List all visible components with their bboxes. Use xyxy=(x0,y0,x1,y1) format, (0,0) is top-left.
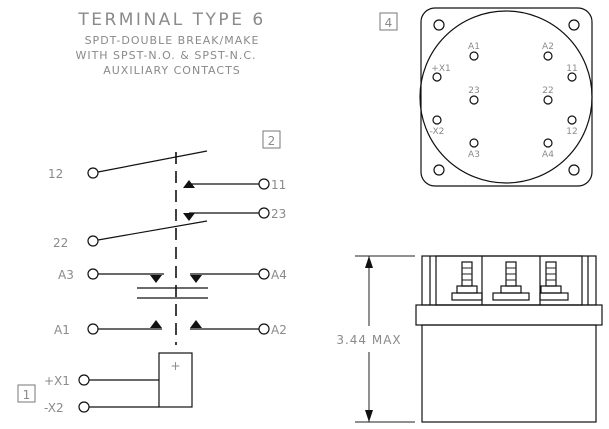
top-label-23: 23 xyxy=(468,86,479,96)
top-label-22: 22 xyxy=(542,86,553,96)
terminal-x1 xyxy=(78,374,90,386)
mounting-plate xyxy=(415,304,603,326)
top-view: 4 A1 A2 +X1 11 23 22 -X2 12 A3 A4 xyxy=(379,7,593,187)
relay-housing xyxy=(421,324,597,423)
top-label-12: 12 xyxy=(566,127,577,137)
title-block: TERMINAL TYPE 6 SPDT-DOUBLE BREAK/MAKE W… xyxy=(75,10,265,77)
terminal-a3 xyxy=(87,268,99,280)
schematic-label-23: 23 xyxy=(271,207,286,221)
mount-hole-tr xyxy=(568,19,580,31)
contact-a1 xyxy=(150,320,162,328)
relay-body-circle xyxy=(419,10,593,184)
contact-a3 xyxy=(150,275,162,283)
title-line-1: TERMINAL TYPE 6 xyxy=(77,10,265,30)
top-pin-a4 xyxy=(543,138,553,148)
top-label-11: 11 xyxy=(566,64,577,74)
contact-a2 xyxy=(190,320,202,328)
top-pin-11 xyxy=(567,72,577,82)
switch-blade-22 xyxy=(97,220,208,241)
callout-box-4 xyxy=(379,12,398,31)
top-label-a2: A2 xyxy=(542,42,554,52)
terminal-a1 xyxy=(87,323,99,335)
terminal-11 xyxy=(258,178,270,190)
callout-1-label: 1 xyxy=(23,388,31,402)
schematic-label-a3: A3 xyxy=(58,268,74,282)
callout-box-2 xyxy=(262,130,281,149)
schematic-label-a1: A1 xyxy=(54,323,70,337)
height-dimension: 3.44 MAX xyxy=(336,333,401,347)
callout-box-1 xyxy=(17,384,36,403)
terminal-stud-left xyxy=(451,261,483,301)
schematic-label-11: 11 xyxy=(271,178,286,192)
top-label-a3: A3 xyxy=(468,150,480,160)
top-pin-a1 xyxy=(469,51,479,61)
terminal-stud-right xyxy=(539,261,569,301)
contact-a4 xyxy=(190,275,202,283)
side-view: 3.44 MAX xyxy=(336,255,603,423)
top-pin-22 xyxy=(543,95,553,105)
contact-23 xyxy=(183,213,195,221)
dim-arrow-bottom xyxy=(365,410,373,422)
top-pin-a2 xyxy=(543,51,553,61)
top-pin-12 xyxy=(567,115,577,125)
terminal-a4 xyxy=(258,268,270,280)
top-pin-x1 xyxy=(432,72,442,82)
schematic-label-x2: -X2 xyxy=(44,401,64,415)
top-pin-a3 xyxy=(469,138,479,148)
top-label-a4: A4 xyxy=(542,150,554,160)
mount-hole-bl xyxy=(433,164,445,176)
terminal-stud-center xyxy=(492,261,530,301)
terminal-12 xyxy=(87,167,99,179)
schematic-label-x1: +X1 xyxy=(44,374,70,388)
terminal-22 xyxy=(87,235,99,247)
title-line-4: AUXILIARY CONTACTS xyxy=(103,64,241,77)
callout-4-label: 4 xyxy=(385,16,393,30)
terminal-a2 xyxy=(258,323,270,335)
schematic-label-12: 12 xyxy=(48,167,63,181)
top-pin-23 xyxy=(469,95,479,105)
switch-blade-12 xyxy=(97,150,208,173)
schematic-label-a4: A4 xyxy=(271,268,287,282)
callout-2-label: 2 xyxy=(268,134,276,148)
contact-schematic: 2 12 11 23 22 A3 A4 A1 xyxy=(17,130,287,415)
top-label-x1: +X1 xyxy=(431,64,450,74)
title-line-3: WITH SPST-N.O. & SPST-N.C. xyxy=(75,49,256,62)
coil-polarity-label: + xyxy=(170,359,180,373)
schematic-label-a2: A2 xyxy=(271,323,287,337)
top-pin-x2 xyxy=(432,115,442,125)
terminal-23 xyxy=(258,207,270,219)
dim-arrow-top xyxy=(365,256,373,268)
terminal-x2 xyxy=(78,401,90,413)
mount-hole-tl xyxy=(433,19,445,31)
schematic-label-22: 22 xyxy=(53,236,68,250)
terminal-block-inner xyxy=(435,255,583,306)
top-label-a1: A1 xyxy=(468,42,480,52)
title-line-2: SPDT-DOUBLE BREAK/MAKE xyxy=(85,34,260,47)
top-label-x2: -X2 xyxy=(430,127,445,137)
mount-hole-br xyxy=(568,164,580,176)
